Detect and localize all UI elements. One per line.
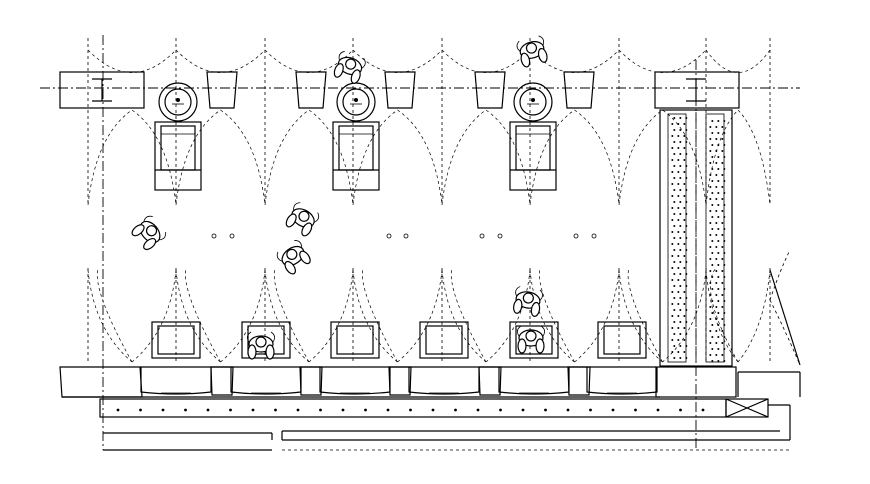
mirror-bins-top (206, 71, 595, 109)
person-icon (516, 35, 548, 68)
counter-station (319, 367, 391, 395)
counter-station (140, 367, 212, 395)
mirror-bin (563, 71, 595, 109)
counter-divider (299, 366, 323, 396)
wash-stations-top (154, 82, 557, 191)
mirror-bin (384, 71, 416, 109)
mirror-bin (206, 71, 238, 109)
sink-icon (336, 82, 376, 122)
chair-icon (332, 121, 380, 191)
chair-icon (330, 321, 380, 359)
person-icon (333, 50, 366, 84)
bottom-counter (59, 366, 800, 398)
counter-divider (567, 366, 591, 396)
chair-icon (151, 321, 201, 359)
baseboard (99, 398, 790, 418)
chair-icon (509, 121, 557, 191)
counter-station (408, 367, 480, 395)
styling-chairs-bottom (151, 321, 647, 359)
plant-wall-icon (659, 109, 733, 367)
person-icon (513, 286, 543, 317)
chair-icon (509, 321, 559, 359)
chair-icon (419, 321, 469, 359)
door-icon (737, 249, 801, 397)
chair-icon (154, 121, 202, 191)
exterior-lines (103, 405, 791, 451)
floor-dots (211, 233, 597, 239)
counter-divider (210, 366, 234, 396)
sink-icon (513, 82, 553, 122)
wash-station (154, 82, 202, 191)
lighting-arcs-top (87, 38, 771, 206)
centre-lines (40, 35, 800, 450)
counter-station (586, 367, 658, 395)
sink-icon (158, 82, 198, 122)
person-icon (517, 325, 545, 354)
chair-icon (597, 321, 647, 359)
person-icon (247, 331, 275, 360)
column-right (654, 71, 740, 109)
people (131, 35, 548, 360)
counter-divider (478, 366, 502, 396)
counter-station (230, 367, 302, 395)
column-left (59, 71, 145, 109)
person-icon (276, 240, 311, 275)
mirror-bin (474, 71, 506, 109)
wash-station (332, 82, 380, 191)
counter-divider (388, 366, 412, 396)
column-icon (686, 78, 706, 102)
mirror-bin (295, 71, 327, 109)
column-icon (92, 78, 112, 102)
counter-station (498, 367, 570, 395)
wash-station (509, 82, 557, 191)
person-icon (285, 202, 320, 237)
person-icon (131, 215, 167, 251)
